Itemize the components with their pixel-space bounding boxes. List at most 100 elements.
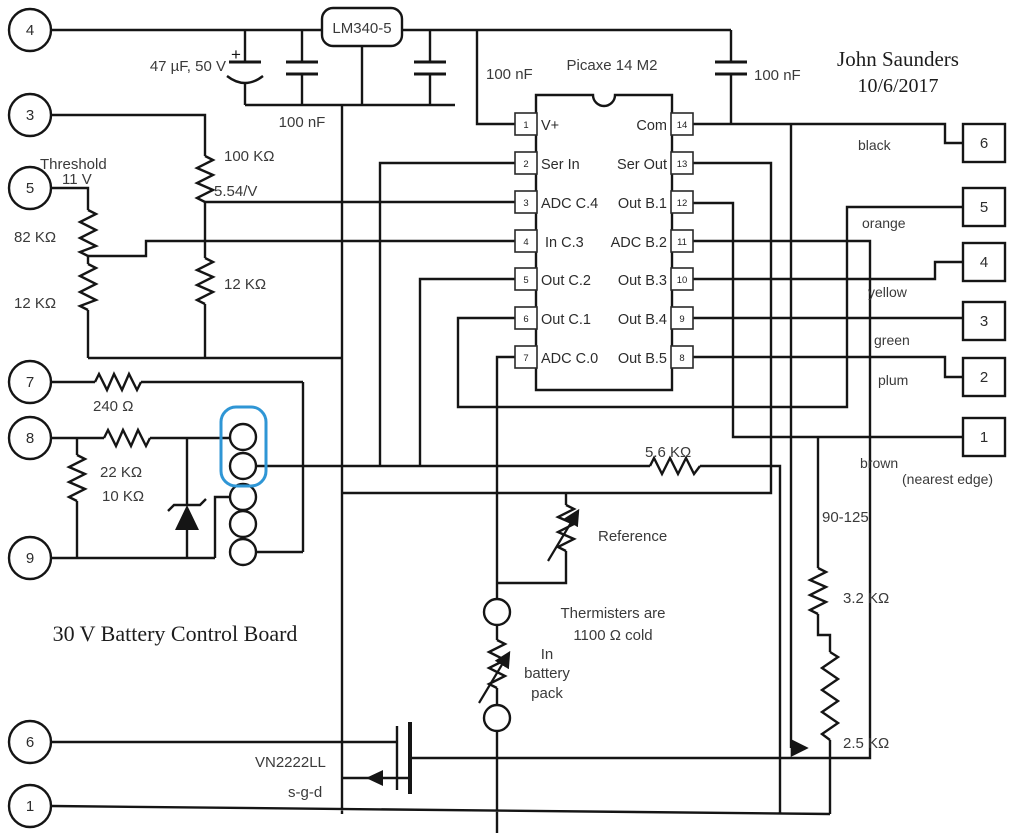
reference-thermistor-arrow: [547, 508, 580, 562]
wire-color-orange: orange: [862, 215, 906, 231]
left-pin-9: [7, 535, 53, 581]
pin-label-adcc4: ADC C.4: [541, 196, 598, 212]
pad-3: [228, 482, 258, 512]
potentiometer-2k5-label: 2.5 KΩ: [843, 735, 889, 752]
right-pin-label: 2: [980, 369, 988, 386]
resistor-12k-left: [77, 262, 99, 312]
regulator-label: LM340-5: [332, 20, 391, 37]
pin-num: 6: [523, 314, 528, 325]
right-pin-4: [961, 241, 1007, 283]
resistor-10k-label: 10 KΩ: [102, 488, 144, 505]
resistor-5k6: [648, 455, 701, 477]
pin-label-outb5: Out B.5: [618, 351, 667, 367]
left-pin-3: [7, 92, 53, 138]
regulator: LM340-5: [320, 6, 404, 48]
resistor-82k: [77, 208, 99, 258]
left-pin-label: 6: [26, 734, 34, 751]
pin-num: 12: [677, 198, 688, 209]
pin-num: 14: [677, 120, 688, 131]
author-name: John Saunders: [837, 47, 959, 71]
pin-num: 4: [523, 237, 528, 248]
resistor-5k6-label: 5.6 KΩ: [645, 444, 691, 461]
pin-box-2: [514, 151, 538, 175]
wire-color-green: green: [874, 332, 910, 348]
left-pin-label: 4: [26, 22, 34, 39]
right-pin-label: 6: [980, 135, 988, 152]
resistor-10k: [66, 453, 88, 503]
pin-label-outc1: Out C.1: [541, 312, 591, 328]
pin-label-com: Com: [636, 118, 667, 134]
pin-box-9: [670, 306, 694, 330]
resistor-100k-label: 100 KΩ: [224, 148, 274, 165]
reference-thermistor: [555, 503, 577, 553]
left-connector: 4 3 5 7 8 9 6 1: [7, 7, 53, 829]
pin-label-adcb2: ADC B.2: [611, 235, 667, 251]
left-pin-1: [7, 783, 53, 829]
left-pin-8: [7, 415, 53, 461]
pin-label-serout: Ser Out: [617, 157, 667, 173]
thermistor-pad-top: [482, 597, 512, 627]
pin-num: 9: [679, 314, 684, 325]
pin-num: 13: [677, 159, 688, 170]
zener-diode-bar: [167, 498, 207, 512]
battery-thermistor-arrow: [478, 650, 511, 704]
cap-100nf-c-label: 100 nF: [754, 67, 801, 84]
right-pin-5: [961, 186, 1007, 228]
pin-num: 11: [677, 237, 687, 248]
ic-body: [534, 93, 674, 392]
pin-label-outb3: Out B.3: [618, 273, 667, 289]
pad-1: [228, 422, 258, 452]
resistor-12k-mid: [194, 256, 216, 306]
pin-box-7: [514, 345, 538, 369]
threshold-voltage-label: 11 V: [62, 171, 92, 188]
pin-box-5: [514, 267, 538, 291]
pin-box-3: [514, 190, 538, 214]
right-pin-label: 1: [980, 429, 988, 446]
battery-note-3: pack: [531, 685, 563, 702]
mosfet-source-arrow: [366, 770, 383, 786]
left-pin-label: 7: [26, 374, 34, 391]
right-pin-2: [961, 356, 1007, 398]
left-pin-6: [7, 719, 53, 765]
potentiometer-2k5: [819, 650, 841, 741]
pin-num: 3: [523, 198, 528, 209]
thermistor-note-1: Thermisters are: [560, 605, 665, 622]
pin-num: 5: [523, 275, 528, 286]
resistor-12k-mid-label: 12 KΩ: [224, 276, 266, 293]
wire-color-brown: brown: [860, 455, 898, 471]
circuit-wires: [51, 28, 963, 833]
pin-box-6: [514, 306, 538, 330]
zener-diode-triangle: [175, 505, 199, 530]
pin-box-1: [514, 112, 538, 136]
left-pin-label: 9: [26, 550, 34, 567]
left-pin-5: [7, 165, 53, 211]
drawing-date: 10/6/2017: [857, 75, 938, 97]
gain-label: 5.54/V: [214, 183, 257, 200]
pad-2: [228, 451, 258, 481]
components: [66, 60, 841, 794]
right-pin-6: [961, 122, 1007, 164]
wire-color-black: black: [858, 137, 892, 153]
reference-label: Reference: [598, 528, 667, 545]
polarity-plus: +: [231, 45, 241, 64]
left-pin-label: 8: [26, 430, 34, 447]
battery-note-2: battery: [524, 665, 570, 682]
resistor-240-label: 240 Ω: [93, 398, 133, 415]
pin-box-10: [670, 267, 694, 291]
thermistor-pad-bottom: [482, 703, 512, 733]
pin-box-4: [514, 229, 538, 253]
pin-num: 10: [677, 275, 688, 286]
left-pin-label: 5: [26, 180, 34, 197]
right-pin-1: [961, 416, 1007, 458]
board-title: 30 V Battery Control Board: [53, 621, 298, 646]
ic-title: Picaxe 14 M2: [567, 57, 658, 74]
left-pin-label: 1: [26, 798, 34, 815]
resistor-12k-left-label: 12 KΩ: [14, 295, 56, 312]
left-pin-label: 3: [26, 107, 34, 124]
right-pin-label: 3: [980, 313, 988, 330]
wiring: [51, 28, 963, 833]
pin-label-outb1: Out B.1: [618, 196, 667, 212]
pin-label-outc2: Out C.2: [541, 273, 591, 289]
pin-num: 1: [523, 120, 528, 131]
